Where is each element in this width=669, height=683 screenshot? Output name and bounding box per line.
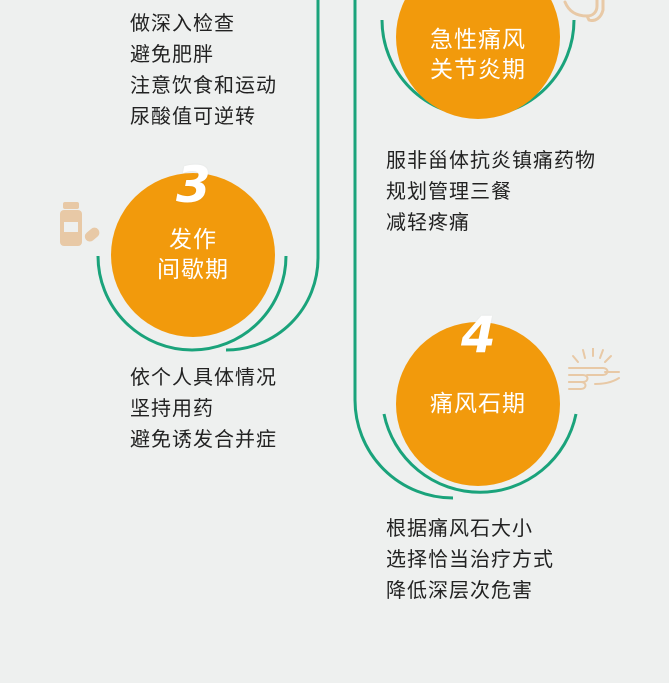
hand-icon: [563, 0, 605, 22]
stage-acute-title-line2: 关节炎期: [430, 57, 526, 83]
stage3-number: 3: [176, 156, 211, 214]
stage-acute-advice-list: 服非甾体抗炎镇痛药物 规划管理三餐 减轻疼痛: [386, 145, 596, 238]
list-item: 尿酸值可逆转: [130, 104, 256, 128]
stage3-circle: 发作 间歇期: [111, 173, 275, 337]
list-item: 根据痛风石大小: [386, 516, 533, 540]
list-item: 坚持用药: [130, 396, 214, 420]
list-item: 做深入检查: [130, 11, 235, 35]
stage3-advice-list: 依个人具体情况 坚持用药 避免诱发合并症: [130, 362, 277, 455]
list-item: 选择恰当治疗方式: [386, 547, 554, 571]
list-item: 降低深层次危害: [386, 578, 533, 602]
list-item: 规划管理三餐: [386, 179, 512, 203]
stage4-ring: [382, 413, 578, 494]
stage3-title-line1: 发作: [169, 227, 217, 253]
stage-acute-circle: 急性痛风 关节炎期: [396, 0, 560, 119]
stage2-advice-list: 做深入检查 避免肥胖 注意饮食和运动 尿酸值可逆转: [130, 8, 277, 132]
stage4-title: 痛风石期: [430, 391, 526, 417]
list-item: 减轻疼痛: [386, 210, 470, 234]
list-item: 避免诱发合并症: [130, 427, 277, 451]
stage-acute-title-line1: 急性痛风: [430, 27, 526, 53]
stage4-number: 4: [461, 306, 496, 364]
list-item: 服非甾体抗炎镇痛药物: [386, 148, 596, 172]
painful-hand-icon: [568, 348, 620, 390]
list-item: 避免肥胖: [130, 42, 214, 66]
list-item: 依个人具体情况: [130, 365, 277, 389]
stage4-circle: 痛风石期: [396, 322, 560, 486]
list-item: 注意饮食和运动: [130, 73, 277, 97]
stage3-title-line2: 间歇期: [157, 257, 229, 283]
stage3-ring: [96, 255, 288, 352]
medicine-bottle-icon: [60, 202, 100, 246]
stage4-advice-list: 根据痛风石大小 选择恰当治疗方式 降低深层次危害: [386, 513, 554, 606]
